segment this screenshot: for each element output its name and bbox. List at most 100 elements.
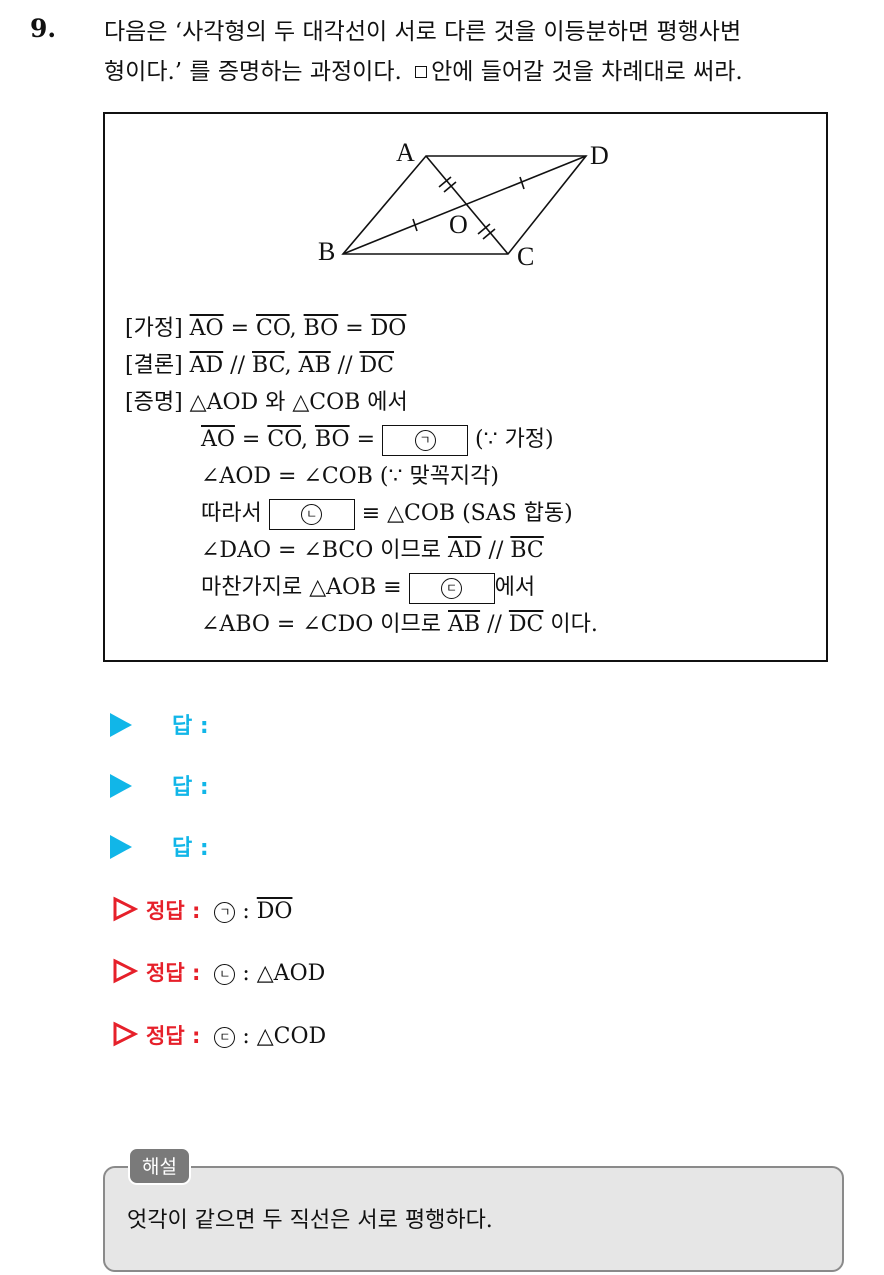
question-text: 다음은 ‘사각형의 두 대각선이 서로 다른 것을 이등분하면 평행사변 형이다… (104, 12, 864, 92)
operator: = (338, 316, 371, 341)
vertex-label-b: B (318, 237, 335, 266)
correct-answer-2: 정답 : ㄴ : △AOD (112, 957, 325, 989)
question-line-2: 형이다.’ 를 증명하는 과정이다. 안에 들어갈 것을 차례대로 써라. (104, 52, 864, 92)
operator: = (234, 427, 268, 452)
colon: : (235, 961, 257, 986)
proof-step-6: ∠ABO = ∠CDO 이므로 AB // DC 이다. (125, 606, 598, 643)
tick-mark-bo (412, 218, 418, 232)
correct-answer-3: 정답 : ㄷ : △COD (112, 1020, 326, 1052)
assumption-tag: [가정] (125, 316, 183, 341)
correct-label: 정답 : (146, 899, 201, 923)
tick-marks-co (477, 223, 496, 240)
vertex-label-d: D (590, 141, 609, 170)
segment: BO (303, 316, 339, 341)
outline-triangle-icon (113, 1021, 138, 1047)
proof-step-text: 이다. (543, 612, 598, 637)
segment: CO (267, 427, 301, 452)
proof-step-text: 마찬가지로 △AOB ≡ (201, 575, 409, 600)
explanation-text: 엇각이 같으면 두 직선은 서로 평행하다. (127, 1208, 493, 1233)
reason-text: (∵ 가정) (468, 427, 554, 452)
separator: , (289, 316, 304, 341)
question-line-2b: 안에 들어갈 것을 차례대로 써라. (431, 59, 743, 85)
circled-number-icon: ㄱ (214, 902, 236, 923)
play-triangle-icon (110, 774, 132, 798)
separator: , (284, 353, 299, 378)
segment: AO (201, 427, 235, 452)
correct-value: △COD (256, 1024, 327, 1049)
operator: // (481, 538, 511, 563)
conclusion-tag: [결론] (125, 353, 183, 378)
colon: : (235, 899, 257, 924)
proof-head-text: △AOD 와 △COB 에서 (182, 390, 408, 415)
blank-box-2[interactable]: ㄴ (268, 498, 355, 530)
segment: BC (510, 538, 544, 563)
answer-line-1[interactable]: 답 : (110, 712, 209, 742)
segment: AO (189, 316, 224, 341)
proof-step-text: 에서 (494, 575, 536, 600)
segment: AD (189, 353, 224, 378)
proof-step-3: 따라서 ㄴ ≡ △COB (SAS 합동) (125, 495, 598, 532)
segment: AB (448, 612, 481, 637)
circled-number-icon: ㄱ (414, 429, 436, 451)
circled-number-icon: ㄴ (214, 964, 236, 985)
segment: CO (256, 316, 290, 341)
blank-box-icon (415, 66, 428, 78)
diagonal-ac (425, 155, 509, 255)
answer-line-2[interactable]: 답 : (110, 773, 209, 803)
answer-label: 답 : (172, 775, 209, 800)
proof-step-text: ∠AOD = ∠COB (∵ 맞꼭지각) (201, 464, 499, 489)
proof-step-1: AO = CO, BO = ㄱ (∵ 가정) (125, 421, 598, 458)
vertex-label-a: A (396, 138, 415, 167)
operator: = (349, 427, 382, 452)
question-number: 9. (30, 14, 57, 43)
problem-box: A D O B C [가정] AO = CO, BO = DO [결론] AD … (103, 112, 828, 662)
proof-step-5: 마찬가지로 △AOB ≡ ㄷ 에서 (125, 569, 598, 606)
play-triangle-icon (110, 835, 132, 859)
vertex-label-c: C (517, 242, 534, 271)
proof-step-text: ∠DAO = ∠BCO 이므로 (201, 538, 449, 563)
parallelogram-figure: A D O B C (318, 138, 609, 271)
play-triangle-icon (110, 713, 132, 737)
operator: = (223, 316, 257, 341)
correct-answer-1: 정답 : ㄱ : DO (112, 895, 292, 927)
circled-number-icon: ㄷ (441, 577, 463, 599)
correct-value: △AOD (256, 961, 326, 986)
operator: // (223, 353, 252, 378)
separator: , (300, 427, 315, 452)
segment: BO (314, 427, 350, 452)
diagonal-bd (342, 155, 587, 255)
answer-line-3[interactable]: 답 : (110, 834, 209, 864)
proof-step-2: ∠AOD = ∠COB (∵ 맞꼭지각) (125, 458, 598, 495)
correct-label: 정답 : (146, 961, 201, 985)
proof-tag: [증명] (125, 390, 183, 415)
tick-marks-ao (438, 176, 457, 193)
blank-box-3[interactable]: ㄷ (408, 572, 495, 604)
circled-number-icon: ㄷ (214, 1027, 236, 1048)
proof-body: [가정] AO = CO, BO = DO [결론] AD // BC, AB … (125, 310, 598, 643)
proof-step-text: 따라서 (201, 501, 269, 526)
assumption-row: [가정] AO = CO, BO = DO (125, 310, 598, 347)
answer-label: 답 : (172, 836, 209, 861)
circled-number-icon: ㄴ (301, 503, 323, 525)
operator: // (480, 612, 509, 637)
blank-box-1[interactable]: ㄱ (382, 424, 468, 456)
segment: BC (252, 353, 285, 378)
question-line-2a: 형이다.’ 를 증명하는 과정이다. (104, 59, 402, 85)
colon: : (235, 1024, 257, 1049)
segment: DC (508, 612, 544, 637)
outline-triangle-icon (113, 896, 138, 922)
segment: DO (370, 316, 407, 341)
proof-head-row: [증명] △AOD 와 △COB 에서 (125, 384, 598, 421)
segment: AD (448, 538, 482, 563)
outline-triangle-icon (113, 958, 138, 984)
proof-step-text: ∠ABO = ∠CDO 이므로 (201, 612, 449, 637)
explanation-box (103, 1166, 844, 1272)
proof-step-text: ≡ △COB (SAS 합동) (354, 501, 573, 526)
question-line-1: 다음은 ‘사각형의 두 대각선이 서로 다른 것을 이등분하면 평행사변 (104, 19, 742, 45)
correct-value: DO (256, 899, 293, 924)
correct-label: 정답 : (146, 1024, 201, 1048)
proof-step-4: ∠DAO = ∠BCO 이므로 AD // BC (125, 532, 598, 569)
segment: AB (298, 353, 331, 378)
explanation-tag: 해설 (128, 1147, 191, 1185)
vertex-label-o: O (449, 210, 468, 239)
